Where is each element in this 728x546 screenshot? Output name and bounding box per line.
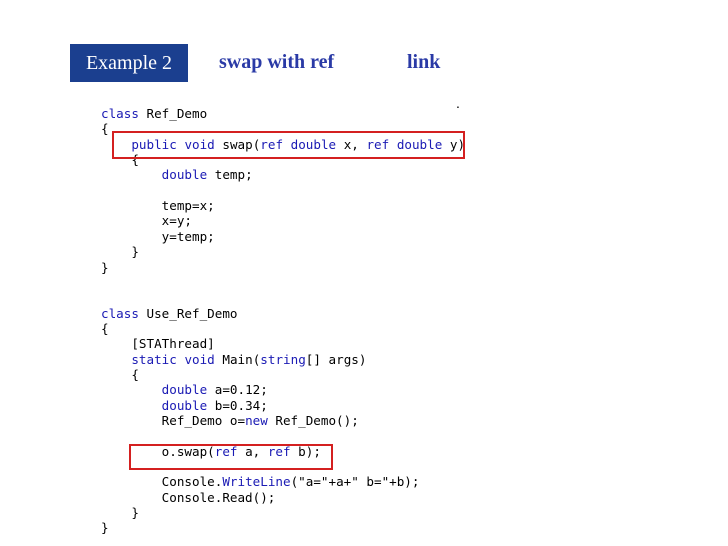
code-line: { [101, 152, 139, 168]
code-text: [] args) [305, 351, 367, 367]
code-text: x, [336, 136, 367, 152]
code-keyword: void [184, 351, 215, 367]
code-text: a, [237, 443, 268, 459]
code-keyword: ref [260, 136, 284, 152]
code-text: } [101, 244, 139, 260]
code-keyword: ref [214, 443, 238, 459]
code-keyword: double [396, 136, 443, 152]
code-keyword: void [184, 136, 215, 152]
code-text [101, 398, 162, 413]
code-line: x=y; [101, 213, 192, 229]
code-keyword: static [131, 351, 177, 367]
code-line: double a=0.12; [101, 382, 268, 398]
code-text: b); [290, 443, 321, 459]
code-text: b=0.34; [207, 397, 268, 413]
code-text: } [101, 259, 109, 275]
code-line: } [101, 520, 109, 536]
code-line: [STAThread] [101, 336, 215, 352]
code-line: } [101, 505, 139, 521]
code-text: swap( [214, 136, 261, 152]
code-text: x=y; [101, 213, 192, 229]
code-keyword: class [101, 106, 139, 121]
code-line: double b=0.34; [101, 398, 268, 414]
code-text: { [101, 152, 139, 168]
code-text: Ref_Demo(); [267, 413, 359, 428]
code-text: [STAThread] [101, 336, 215, 352]
code-keyword: public [131, 136, 177, 152]
code-keyword: string [260, 351, 306, 367]
code-keyword: class [101, 305, 139, 321]
code-text: a=0.12; [207, 382, 268, 398]
code-text: } [101, 505, 139, 521]
code-keyword: double [161, 382, 208, 398]
code-text: { [101, 366, 139, 382]
code-text [101, 382, 162, 397]
code-keyword: double [161, 167, 208, 183]
code-text: ("a="+a+" b="+b); [290, 474, 420, 490]
code-text: Main( [214, 351, 261, 367]
stray-dot: . [456, 95, 460, 111]
code-line: public void swap(ref double x, ref doubl… [101, 137, 465, 153]
code-keyword: double [161, 397, 208, 413]
highlight-box-swap-signature [112, 131, 465, 159]
example-label: Example 2 [70, 44, 188, 82]
code-text: Console.Read(); [101, 489, 276, 505]
slide-title: swap with ref [219, 51, 335, 73]
code-line: { [101, 321, 109, 337]
link[interactable]: link [407, 51, 441, 73]
code-line: { [101, 121, 109, 137]
code-line: { [101, 367, 139, 383]
code-keyword: double [290, 136, 337, 152]
code-line: class Ref_Demo [101, 106, 207, 122]
code-line: } [101, 244, 139, 260]
code-text: } [101, 520, 109, 536]
highlight-box-swap-call [129, 444, 333, 470]
code-line: double temp; [101, 167, 253, 183]
code-line: class Use_Ref_Demo [101, 306, 238, 322]
code-text: Console. [101, 474, 223, 490]
code-line: y=temp; [101, 229, 215, 245]
code-text: o.swap( [101, 443, 215, 459]
code-keyword: WriteLine [222, 474, 291, 490]
code-text: temp; [207, 167, 253, 183]
code-text: { [101, 320, 109, 336]
code-line: Console.Read(); [101, 489, 276, 506]
code-line: temp=x; [101, 198, 215, 214]
code-text: Ref_Demo [138, 106, 208, 121]
code-keyword: ref [267, 443, 291, 459]
code-text: temp=x; [101, 198, 215, 214]
code-text: y) [442, 136, 466, 152]
code-text: { [101, 121, 109, 137]
code-line: static void Main(string[] args) [101, 352, 366, 368]
code-text: Use_Ref_Demo [138, 305, 238, 321]
code-text [101, 352, 131, 367]
code-text: y=temp; [101, 228, 215, 244]
code-keyword: ref [366, 136, 390, 152]
code-text: Ref_Demo o= [101, 413, 246, 428]
code-line: o.swap(ref a, ref b); [101, 444, 321, 460]
code-line: } [101, 260, 109, 276]
code-keyword: new [245, 413, 268, 428]
code-line: Console.WriteLine("a="+a+" b="+b); [101, 474, 420, 490]
code-text [101, 167, 162, 182]
code-line: Ref_Demo o=new Ref_Demo(); [101, 413, 359, 429]
